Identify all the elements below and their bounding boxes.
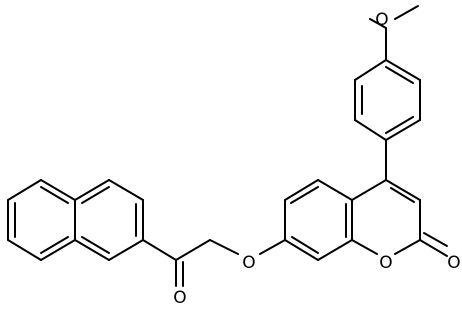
ether-linker <box>175 239 286 261</box>
ketone-oxygen-label: O <box>173 288 186 308</box>
methoxy-group <box>369 5 419 61</box>
ketone-group <box>142 239 184 287</box>
atom-labels: O O O O O <box>173 10 460 308</box>
naphthalene-ring <box>7 179 144 261</box>
ring-oxygen-label: O <box>379 253 392 273</box>
methoxyphenyl-ring <box>354 59 421 141</box>
methoxy-oxygen-label: O <box>375 10 388 30</box>
ether-oxygen-label: O <box>242 253 255 273</box>
coumarin-core <box>284 179 448 261</box>
lactone-carbonyl-oxygen-label: O <box>447 253 460 273</box>
